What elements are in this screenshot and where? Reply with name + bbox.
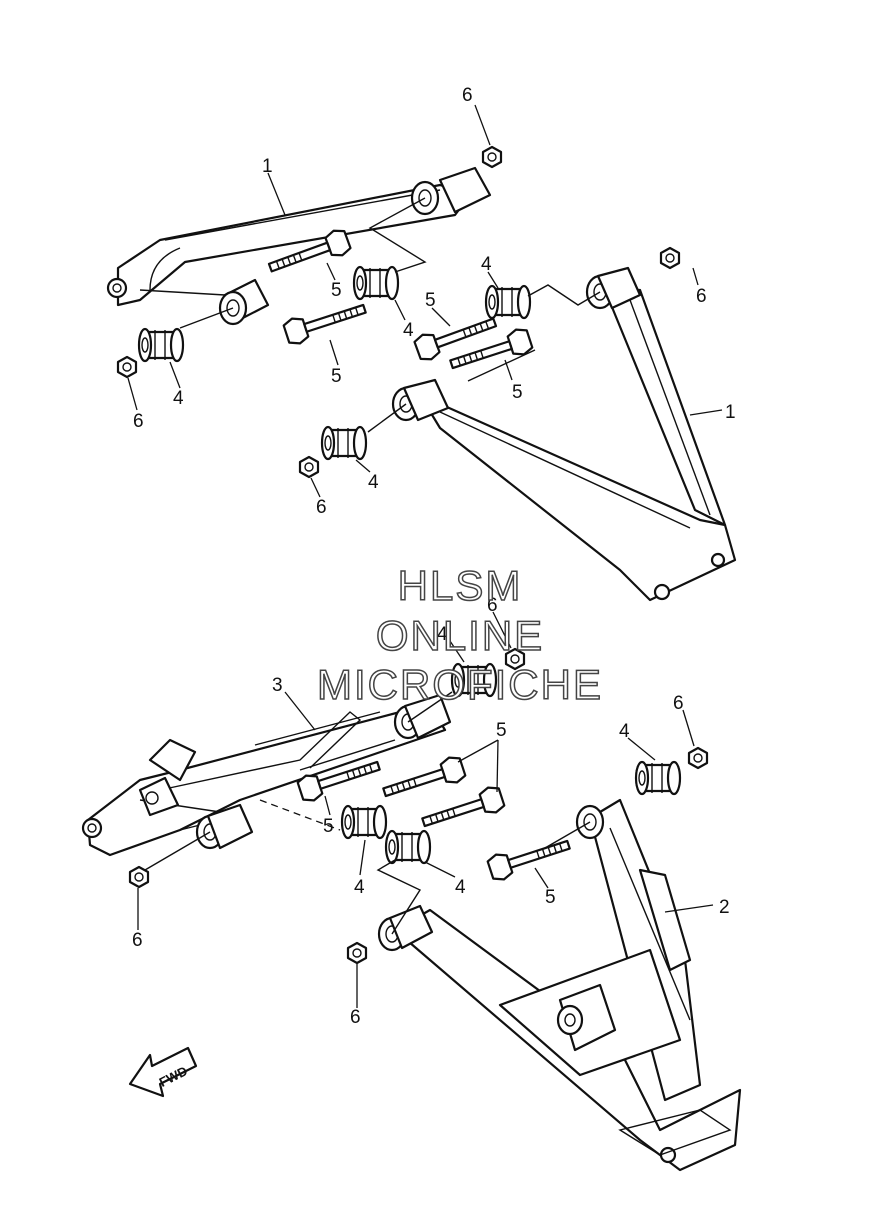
bolt-7[interactable] [418,783,507,836]
callout-6: 6 [316,497,327,518]
callout-5: 5 [545,887,556,908]
callout-6: 6 [696,286,707,307]
leader-lines [127,104,723,1008]
upper-arm-left[interactable] [106,166,492,326]
nut-8[interactable] [346,941,368,965]
callout-1-upper-right: 1 [725,402,736,423]
bushing-8[interactable] [384,829,432,865]
callout-5: 5 [496,720,507,741]
callout-5: 5 [512,382,523,403]
callout-5: 5 [331,280,342,301]
callout-6: 6 [673,693,684,714]
bushing-2[interactable] [137,327,185,363]
callout-5: 5 [425,290,436,311]
callout-5: 5 [331,366,342,387]
callout-4: 4 [403,320,414,341]
bolt-2[interactable] [281,295,370,348]
callout-5: 5 [323,816,334,837]
bushing-7[interactable] [340,804,388,840]
callout-2: 2 [719,897,730,918]
callout-6: 6 [132,930,143,951]
callout-4: 4 [481,254,492,275]
callout-4: 4 [437,624,448,645]
bushing-3[interactable] [484,284,532,320]
watermark-line-3: MICROFICHE [316,661,603,708]
callout-4: 4 [455,877,466,898]
callout-1-upper-left: 1 [262,156,273,177]
callout-4: 4 [354,877,365,898]
nut-2[interactable] [659,246,681,270]
bolt-6[interactable] [379,753,468,806]
callout-6: 6 [487,595,498,616]
nut-6[interactable] [687,746,709,770]
bushing-4[interactable] [320,425,368,461]
callout-4: 4 [619,721,630,742]
callout-3: 3 [272,675,283,696]
callout-6: 6 [133,411,144,432]
upper-arm-right[interactable] [391,266,737,602]
callout-6: 6 [462,85,473,106]
guide-lines [144,197,601,935]
nut-1[interactable] [481,145,503,169]
fwd-direction-arrow: FWD [128,1046,198,1098]
callout-4: 4 [173,388,184,409]
watermark-line-2: ONLINE [375,612,545,659]
nut-3[interactable] [116,355,138,379]
watermark-line-1: HLSM [397,562,523,609]
callout-4: 4 [368,472,379,493]
lower-arm-right[interactable] [377,798,742,1172]
callouts: 1 1 2 3 4 4 4 4 4 4 4 4 5 5 5 5 5 5 5 6 … [132,85,736,1028]
bushing-1[interactable] [352,265,400,301]
callout-6: 6 [350,1007,361,1028]
bushing-6[interactable] [634,760,682,796]
nut-4[interactable] [298,455,320,479]
lower-arm-left[interactable] [81,693,452,857]
